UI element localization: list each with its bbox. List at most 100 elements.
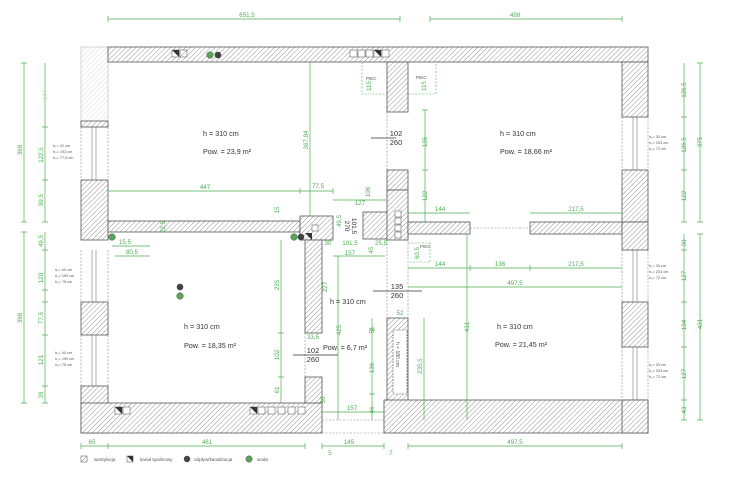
dim-label: 270 (343, 221, 350, 232)
dim-label: 121 (38, 354, 45, 365)
dim-label: 61 (274, 386, 281, 393)
svg-text:h = 310 cm: h = 310 cm (184, 322, 220, 331)
dim-label: 145 (344, 439, 355, 446)
svg-text:h₃= 77,5 cm: h₃= 77,5 cm (53, 156, 73, 160)
door-height: 260 (307, 355, 320, 364)
dim-label: 22,5 (160, 220, 167, 233)
dim-label: 136 (495, 261, 506, 268)
dim-label: 5 (328, 450, 332, 457)
dim-label: 115 (421, 81, 428, 91)
flue-duct-icon (114, 406, 258, 415)
stove-label: PIEC (366, 76, 377, 81)
dim-label: 80,5 (126, 249, 139, 256)
dim-label: 135 (422, 136, 429, 147)
dim-label: 497,5 (507, 439, 523, 446)
svg-text:Pow. = 18,35 m²: Pow. = 18,35 m² (184, 341, 237, 350)
svg-text:h₂= 203 cm: h₂= 203 cm (649, 141, 668, 145)
svg-text:h₂= 203 cm: h₂= 203 cm (649, 270, 668, 274)
svg-text:h₃= 72 cm: h₃= 72 cm (649, 147, 666, 151)
door-width: 102 (390, 129, 403, 138)
dim-label: 15,5 (119, 239, 132, 246)
dim-label: 51 (369, 326, 376, 333)
ventilation-icon (80, 455, 88, 463)
svg-text:h₁= 42 cm: h₁= 42 cm (53, 144, 70, 148)
dim-label: 367,84 (303, 130, 310, 149)
legend-label: woda (257, 457, 268, 462)
legend: wentylacja kanał spalinowy odpływ/kanali… (80, 455, 268, 463)
svg-text:Pow. = 18,66 m²: Pow. = 18,66 m² (500, 147, 553, 156)
dim-label: 431 (697, 318, 704, 329)
dim-label: 49,5 (336, 214, 343, 227)
svg-text:h₂= 190 cm: h₂= 190 cm (55, 357, 74, 361)
ventilation-icon (179, 49, 188, 58)
dim-label: 497,5 (507, 280, 523, 287)
dim-label: 7 (389, 450, 393, 457)
dim-label: 498 (510, 12, 521, 19)
svg-text:h₁= 33 cm: h₁= 33 cm (649, 264, 666, 268)
svg-text:h = 310 cm: h = 310 cm (330, 297, 366, 306)
dim-label: 65 (89, 439, 96, 446)
dim-label: 447 (200, 184, 211, 191)
stoves: PIEC PIEC PIEC (361, 62, 437, 263)
legend-label: odpływ/kanalizacja (194, 457, 233, 462)
flue-duct-icon (305, 233, 312, 240)
svg-text:Pow. = 6,7 m²: Pow. = 6,7 m² (323, 343, 368, 352)
dim-label: 122 (681, 190, 688, 201)
svg-text:h = 310 cm: h = 310 cm (500, 129, 536, 138)
ventilation-icon (394, 210, 402, 239)
water-icon (108, 233, 116, 241)
dim-label: 157 (345, 250, 356, 257)
stove-label: PIEC (416, 75, 427, 80)
dim-label: 33,5 (307, 334, 320, 341)
dim-label: 120 (38, 272, 45, 283)
dim-label: 15 (274, 206, 281, 213)
water-icon (245, 455, 253, 463)
stove-label: PIEC (420, 244, 431, 249)
dim-label: 122,5 (38, 147, 45, 163)
drain-icon (176, 283, 184, 291)
dim-label: 45 (368, 246, 375, 253)
svg-text:h₃= 72 cm: h₃= 72 cm (649, 375, 666, 379)
dim-label: 651,5 (239, 12, 255, 19)
dim-label: 30 (681, 239, 688, 246)
door-height: 260 (391, 291, 404, 300)
windows (80, 112, 649, 434)
dim-label: 122 (422, 190, 429, 201)
dim-label: 217,5 (568, 261, 584, 268)
legend-label: wentylacja (94, 457, 116, 462)
dim-label: 144 (435, 206, 446, 213)
niche-label: h = 180 cm (394, 342, 400, 367)
flue-duct-icon (126, 455, 134, 463)
svg-text:h₂= 203 cm: h₂= 203 cm (649, 369, 668, 373)
dim-label: 30 (320, 396, 327, 403)
dim-label: 461 (202, 439, 213, 446)
svg-text:h₁= 33 cm: h₁= 33 cm (649, 135, 666, 139)
dim-label: 431 (464, 321, 471, 332)
dim-label: 235 (274, 279, 281, 290)
dim-label: 52 (397, 310, 404, 317)
dim-label: 126,5 (681, 137, 688, 153)
svg-text:h₃= 72 cm: h₃= 72 cm (649, 276, 666, 280)
svg-text:h₃= 79 cm: h₃= 79 cm (55, 280, 72, 284)
dimension-lines (21, 16, 703, 449)
legend-label: kanał spalinowy (140, 457, 173, 462)
dim-label: 127 (681, 368, 688, 379)
svg-text:Pow. = 21,45 m²: Pow. = 21,45 m² (495, 340, 548, 349)
door-height: 260 (390, 138, 403, 147)
dim-label: 425 (336, 324, 343, 335)
door-width: 102 (307, 346, 320, 355)
dim-label: 104 (681, 319, 688, 330)
water-icon (206, 51, 214, 59)
dim-label: 235,5 (417, 358, 424, 374)
dim-label: 99,5 (38, 193, 45, 206)
room-2: h = 310 cm Pow. = 18,66 m² (500, 129, 553, 156)
dim-label: 157 (347, 405, 358, 412)
dim-label: 101,5 (342, 240, 358, 247)
svg-text:h₂= 193 cm: h₂= 193 cm (53, 150, 72, 154)
drain-icon (183, 455, 191, 463)
walls (80, 46, 649, 434)
ventilation-icon (311, 224, 319, 232)
